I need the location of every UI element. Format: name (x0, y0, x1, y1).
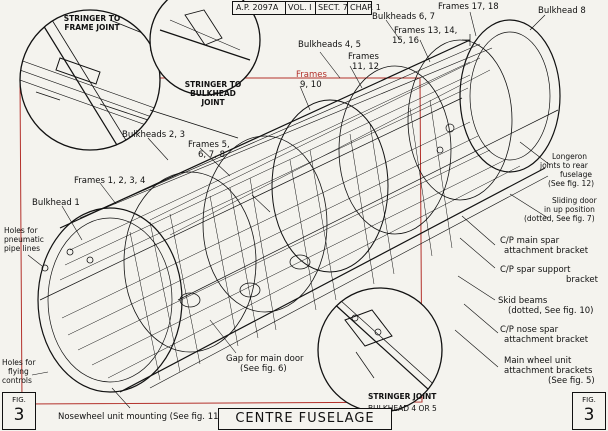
ap-reference: A.P. 2097A (233, 2, 286, 14)
cp-spar-support-label-2: bracket (566, 275, 598, 285)
inset-stringer-joint-bulkhead (317, 287, 443, 413)
longeron-label-3: fuselage (560, 170, 592, 179)
bulkhead-8-label: Bulkhead 8 (538, 6, 586, 16)
frame-ribs (129, 99, 453, 381)
stringer-joint-label: STRINGER JOINT (368, 392, 437, 401)
holes-pneumatic-label-1: Holes for (4, 226, 38, 235)
inset-stringer-bulkhead (149, 0, 261, 96)
fig-label-right: FIG. (582, 396, 596, 404)
main-door-gap (41, 248, 311, 308)
volume: VOL. I (285, 2, 316, 14)
rear-fuselage-marks (436, 34, 471, 154)
skid-beams-label-2: (dotted, See fig. 10) (508, 306, 594, 316)
holes-flying-label-3: controls (2, 376, 32, 385)
cp-spar-support-label-1: C/P spar support (500, 265, 571, 275)
bulkheads-2-3-label: Bulkheads 2, 3 (122, 130, 186, 140)
fig-number-right: 3 (583, 405, 595, 425)
main-wheel-label-1: Main wheel unit (504, 356, 572, 366)
bulkhead-4-or-5-label: BULKHEAD 4 OR 5 (368, 404, 437, 413)
frames-15-16-label: 15, 16 (392, 36, 420, 46)
skid-beams-label-1: Skid beams (498, 296, 548, 306)
section: SECT. 7 (315, 2, 348, 14)
bulkhead-1-label: Bulkhead 1 (32, 198, 80, 208)
stringer-to-bulkhead-label: STRINGER TO BULKHEAD JOINT (184, 80, 242, 107)
cp-nose-spar-label-2: attachment bracket (504, 335, 589, 345)
holes-pneumatic-label-3: pipe lines (4, 244, 41, 253)
nosewheel-mounting-label: Nosewheel unit mounting (See fig. 11) (58, 412, 222, 422)
sliding-door-label-1: Sliding door (552, 196, 597, 205)
gap-main-door-label-1: Gap for main door (226, 354, 304, 364)
stringer-to-frame-label: STRINGER TO FRAME JOINT (63, 14, 121, 32)
holes-flying-label-1: Holes for (2, 358, 36, 367)
fig-label-left: FIG. (12, 396, 26, 404)
figure-number-right: FIG. 3 (572, 392, 606, 430)
red-marker-frame (19, 77, 423, 405)
main-wheel-label-3: (See fig. 5) (548, 376, 595, 386)
longeron-label-2: joints to rear (540, 161, 588, 170)
stringers (59, 57, 521, 379)
longeron-label-1: Longeron (552, 152, 588, 161)
frames-1-2-3-4-label: Frames 1, 2, 3, 4 (74, 176, 146, 186)
main-wheel-label-2: attachment brackets (504, 366, 593, 376)
sliding-door-label-3: (dotted, See fig. 7) (524, 214, 595, 223)
frames-5-label: Frames 5, (188, 140, 230, 150)
bulkheads-4-5-label: Bulkheads 4, 5 (298, 40, 362, 50)
sliding-door-label-2: in up position (544, 205, 595, 214)
gap-main-door-label-2: (See fig. 6) (240, 364, 287, 374)
chapter: CHAP. 1 (350, 3, 381, 12)
doc-reference-header: A.P. 2097A VOL. I SECT. 7 CHAP. 1 (232, 1, 381, 15)
holes-pneumatic-label-2: pneumatic (4, 235, 44, 244)
cp-nose-spar-label-1: C/P nose spar (500, 325, 559, 335)
fig-number-left: 3 (13, 405, 25, 425)
frames-11-12-label: 11, 12 (352, 62, 380, 72)
holes-flying-label-2: flying (8, 367, 29, 376)
frames-11-label: Frames (348, 52, 379, 62)
figure-number-left: FIG. 3 (2, 392, 36, 430)
frames-17-18-label: Frames 17, 18 (438, 2, 499, 12)
inset-stringer-joints (19, 9, 239, 151)
drawing-title: CENTRE FUSELAGE (218, 408, 392, 430)
bulkheads-6-7-label: Bulkheads 6, 7 (372, 12, 436, 22)
frames-9-10-label-top: Frames (296, 70, 327, 80)
longeron-label-4: (See fig. 12) (548, 179, 595, 188)
cp-main-spar-label-2: attachment bracket (504, 246, 589, 256)
leader-lines (27, 11, 551, 409)
frames-9-10-label: 9, 10 (300, 80, 322, 90)
frames-13-14-label: Frames 13, 14, (394, 26, 458, 36)
frames-6-7-8-label: 6, 7, 8 (198, 150, 226, 160)
cp-main-spar-label-1: C/P main spar (500, 236, 560, 246)
